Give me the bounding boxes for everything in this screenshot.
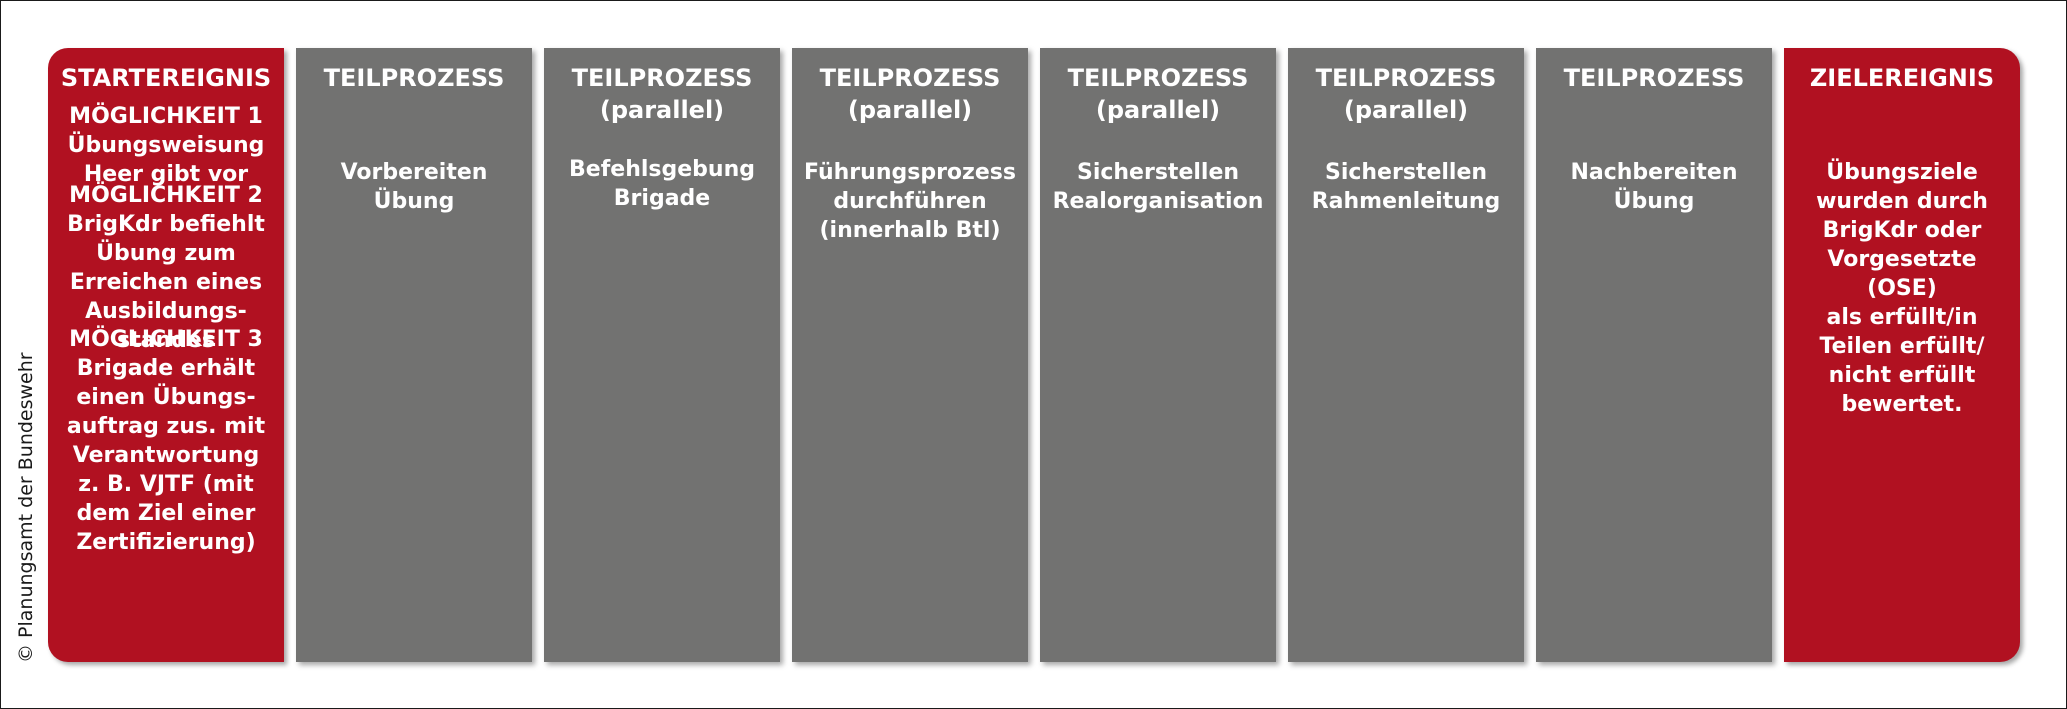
subprocess-framework-column: TEILPROZESS (parallel) Sicherstellen Rah… <box>1288 48 1524 662</box>
subprocess-title: TEILPROZESS (parallel) <box>819 64 1001 124</box>
start-event-column: STARTEREIGNIS MÖGLICHKEIT 1 Übungsweisun… <box>48 48 284 662</box>
subprocess-text: Sicherstellen Realorganisation <box>1052 160 1264 214</box>
option-3-text: MÖGLICHKEIT 3 Brigade erhält einen Übung… <box>66 327 266 555</box>
subprocess-title: TEILPROZESS <box>323 64 505 92</box>
subprocess-followup-column: TEILPROZESS Nachbereiten Übung <box>1536 48 1772 662</box>
process-chain: STARTEREIGNIS MÖGLICHKEIT 1 Übungsweisun… <box>48 48 2022 662</box>
subprocess-text: Vorbereiten Übung <box>340 160 488 214</box>
subprocess-command-column: TEILPROZESS (parallel) Führungsprozess d… <box>792 48 1028 662</box>
subprocess-text: Befehlsgebung Brigade <box>569 157 755 211</box>
goal-event-title: ZIELEREIGNIS <box>1809 64 1995 92</box>
goal-event-text: Übungsziele wurden durch BrigKdr oder Vo… <box>1816 160 1988 417</box>
start-event-title: STARTEREIGNIS <box>60 64 272 92</box>
subprocess-text: Sicherstellen Rahmenleitung <box>1311 160 1501 214</box>
subprocess-orders-column: TEILPROZESS (parallel) Befehlsgebung Bri… <box>544 48 780 662</box>
subprocess-text: Nachbereiten Übung <box>1570 160 1738 214</box>
option-2-text: MÖGLICHKEIT 2 BrigKdr befiehlt Übung zum… <box>67 183 265 353</box>
subprocess-title: TEILPROZESS <box>1563 64 1745 92</box>
subprocess-text: Führungsprozess durchführen (innerhalb B… <box>804 160 1016 243</box>
goal-event-column: ZIELEREIGNIS Übungsziele wurden durch Br… <box>1784 48 2020 662</box>
option-1-text: MÖGLICHKEIT 1 Übungsweisung Heer gibt vo… <box>67 104 265 187</box>
copyright-label: © Planungsamt der Bundeswehr <box>15 352 37 663</box>
subprocess-title: TEILPROZESS (parallel) <box>1315 64 1497 124</box>
subprocess-realorg-column: TEILPROZESS (parallel) Sicherstellen Rea… <box>1040 48 1276 662</box>
subprocess-title: TEILPROZESS (parallel) <box>571 64 753 124</box>
subprocess-title: TEILPROZESS (parallel) <box>1067 64 1249 124</box>
subprocess-prepare-column: TEILPROZESS Vorbereiten Übung <box>296 48 532 662</box>
